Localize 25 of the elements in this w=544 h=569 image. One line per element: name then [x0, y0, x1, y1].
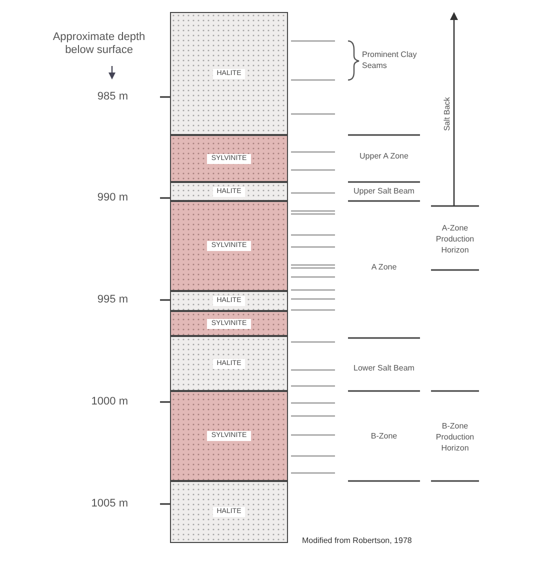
- annotation-text: A-Zone Production Horizon: [434, 222, 476, 256]
- rock-layer: [170, 311, 288, 336]
- annotation-text: Upper Salt Beam: [352, 186, 416, 196]
- annotation-text: 995 m: [96, 294, 128, 306]
- annotation-text: 1000 m: [90, 396, 128, 408]
- annotation-text: 990 m: [96, 192, 128, 204]
- rock-layer: [170, 201, 288, 291]
- annotation-text: Lower Salt Beam: [352, 362, 416, 374]
- annotation-text: Upper A Zone: [358, 150, 410, 162]
- caption: Modified from Robertson, 1978: [302, 536, 412, 546]
- annotation-text: B-Zone: [370, 430, 398, 442]
- rock-layer: [170, 391, 288, 481]
- annotation-text: Approximate depth below surface: [52, 31, 146, 57]
- vertical-label: Salt Back: [442, 96, 452, 133]
- annotation-text: 985 m: [96, 90, 128, 104]
- rock-layer: [170, 336, 288, 391]
- annotation-text: B-Zone Production Horizon: [434, 420, 476, 454]
- rock-layer: [170, 291, 288, 311]
- rock-layer: [170, 135, 288, 182]
- annotation-text: 1005 m: [90, 498, 128, 510]
- annotation-text: Prominent Clay Seams: [362, 49, 418, 71]
- rock-layer: [170, 12, 288, 135]
- annotation-text: A Zone: [370, 262, 398, 272]
- rock-layer: [170, 481, 288, 543]
- rock-layer: [170, 182, 288, 201]
